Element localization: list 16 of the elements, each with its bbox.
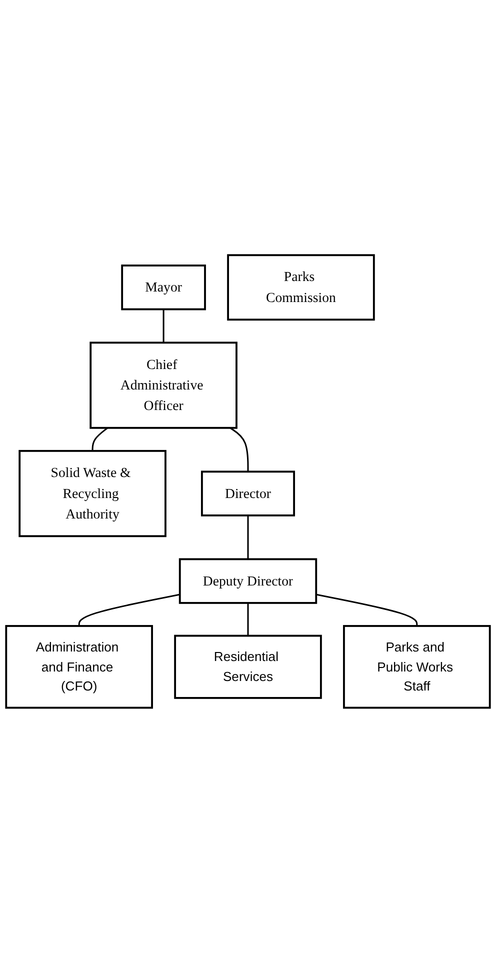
node-box: Solid Waste & Recycling Authority — [18, 450, 166, 538]
node-box: Parks Commission — [227, 254, 375, 321]
node-box: Chief Administrative Officer — [90, 342, 238, 429]
connector — [230, 427, 249, 472]
connector — [316, 594, 418, 626]
node-box: Residential Services — [174, 634, 322, 699]
node-box: Administration and Finance (CFO) — [5, 625, 153, 709]
node-box: Director — [200, 470, 296, 516]
connector — [162, 309, 164, 343]
connector — [92, 427, 108, 451]
connector — [247, 603, 249, 636]
connector — [78, 594, 180, 626]
node-box: Deputy Director — [178, 558, 318, 604]
node-box: Parks and Public Works Staff — [343, 625, 491, 709]
connector — [247, 515, 249, 560]
node-box: Mayor — [121, 264, 206, 310]
